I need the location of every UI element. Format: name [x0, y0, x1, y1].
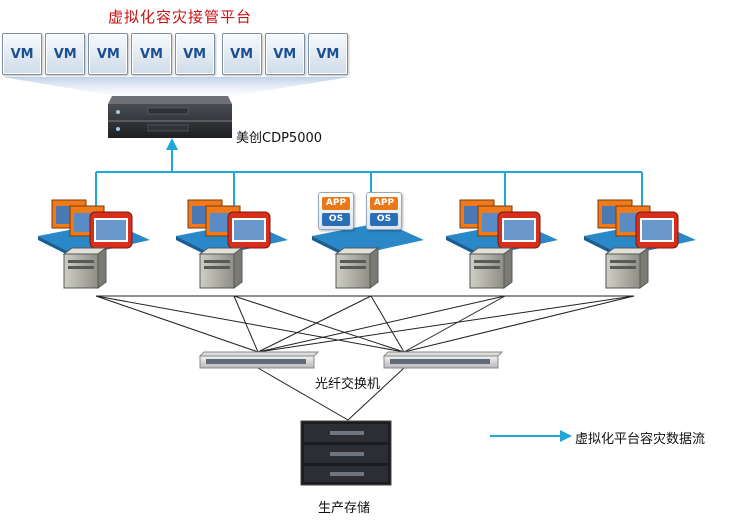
host-server-icon: [176, 199, 288, 289]
vm-tile: VM: [88, 33, 129, 75]
host-server-icon: [584, 199, 696, 289]
vm-tile: VM: [45, 33, 86, 75]
cdp-label: 美创CDP5000: [236, 131, 323, 146]
fc-switch-icon: [198, 351, 320, 369]
vm-tile: VM: [307, 33, 348, 75]
app-tag: APP: [370, 196, 398, 210]
host-server-icon: [446, 199, 558, 289]
platform-title: 虚拟化容灾接管平台: [107, 8, 252, 26]
vm-tile: VM: [174, 33, 215, 75]
os-tag: OS: [370, 212, 398, 226]
vm-tile: VM: [131, 33, 172, 75]
vm-tile: VM: [2, 33, 43, 75]
app-os-badge: APP OS: [366, 192, 402, 230]
cdp-server-icon: [108, 96, 232, 138]
vm-tile: VM: [221, 33, 262, 75]
os-tag: OS: [322, 212, 350, 226]
fc-switch-icon: [382, 351, 504, 369]
vm-row: VM VM VM VM VM VM VM VM: [2, 33, 351, 77]
fiber-links: [95, 295, 635, 421]
vm-funnel: [2, 77, 350, 96]
app-os-badge: APP OS: [318, 192, 354, 230]
vm-tile: VM: [264, 33, 305, 75]
app-tag: APP: [322, 196, 350, 210]
legend-label: 虚拟化平台容灾数据流: [575, 432, 706, 447]
storage-array-icon: [300, 420, 392, 486]
fc-switch-label: 光纤交换机: [315, 377, 381, 392]
host-server-icon: [312, 222, 424, 289]
host-server-icon: [38, 199, 150, 289]
storage-label: 生产存储: [318, 501, 371, 516]
